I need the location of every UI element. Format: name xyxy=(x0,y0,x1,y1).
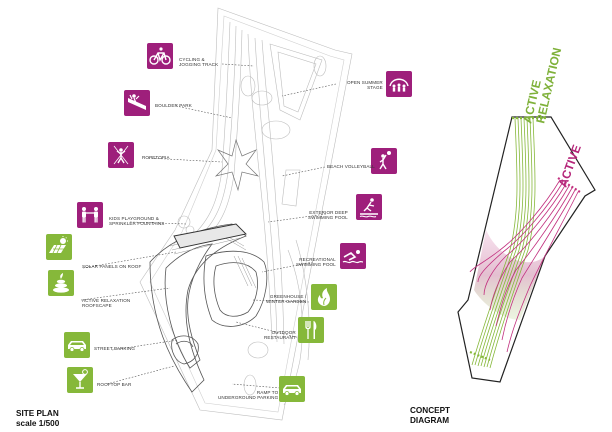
beach-volleyball-icon-box xyxy=(371,148,397,174)
recreational-pool-icon-box xyxy=(340,243,366,269)
bicycle-icon xyxy=(149,47,171,65)
boulder-park-icon-box xyxy=(124,90,150,116)
relaxation-band xyxy=(471,117,536,369)
diver-icon xyxy=(359,198,378,218)
kids-playground-icon-box xyxy=(77,202,103,228)
cocktail-icon xyxy=(73,369,88,389)
concept-diagram-title: CONCEPT DIAGRAM xyxy=(410,406,451,425)
site-plan-title: SITE PLAN scale 1/500 xyxy=(16,409,60,428)
ropetopia-structure xyxy=(214,138,260,192)
relaxation-band-dash xyxy=(469,116,546,362)
car-icon xyxy=(283,385,301,396)
main-building-roof xyxy=(149,223,268,393)
open-stage-icon-box xyxy=(386,71,412,97)
label-solar: SOLAR PANELS ON ROOF xyxy=(82,264,142,269)
climbing-wall-icon xyxy=(128,94,146,110)
concept-diagram-subtitle: DIAGRAM xyxy=(410,415,450,425)
site-boundary xyxy=(139,7,353,421)
greenhouse-icon-box xyxy=(311,284,337,310)
label-greenhouse: GREENHOUSE /WINTER GARDEN xyxy=(266,294,307,305)
relaxation-roofscape-icon-box xyxy=(48,270,74,296)
label-cycling: CYCLING &JOGGING TRACK xyxy=(179,57,219,68)
leader-lines xyxy=(80,63,337,389)
restaurant-icon-box xyxy=(298,317,324,343)
label-ropetopia: ROPETOPIA xyxy=(142,155,170,160)
label-boulder: BOULDER PARK xyxy=(155,103,192,108)
label-rooftop-bar: ROOFTOP BAR xyxy=(97,382,132,387)
ramp-parking-icon-box xyxy=(279,376,305,402)
car-icon xyxy=(68,341,86,352)
ropetopia-icon-box xyxy=(108,142,134,168)
kids-playground-icon xyxy=(82,207,98,223)
rooftop-bar-icon-box xyxy=(67,367,93,393)
street-parking-icon-box xyxy=(64,332,90,358)
active-band-dash xyxy=(557,177,581,193)
cycling-track-icon-box xyxy=(147,43,173,69)
solar-panels-icon-box xyxy=(46,234,72,260)
label-street-parking: STREET PARKING xyxy=(94,346,136,351)
deep-pool-icon-box xyxy=(356,194,382,220)
audience-stage-icon xyxy=(389,78,409,92)
swimmer-icon xyxy=(342,250,364,264)
concept-site-outline xyxy=(457,116,596,383)
fork-knife-icon xyxy=(305,321,317,339)
solar-panel-icon xyxy=(49,236,68,254)
solar-panel-strip xyxy=(173,223,247,249)
leaf-flame-icon xyxy=(317,288,330,306)
volleyball-player-icon xyxy=(379,151,391,170)
active-band xyxy=(469,179,579,353)
site-plan-scale: scale 1/500 xyxy=(16,418,60,428)
label-beach-volleyball: BEACH VOLLEYBALL xyxy=(327,164,375,169)
stones-spa-icon xyxy=(53,273,69,293)
label-kids-playground: KIDS PLAYGROUND &SPRINKLER FOUNTAINS xyxy=(109,216,165,227)
rope-climber-icon xyxy=(113,145,129,165)
concept-blend-zone xyxy=(474,230,545,320)
